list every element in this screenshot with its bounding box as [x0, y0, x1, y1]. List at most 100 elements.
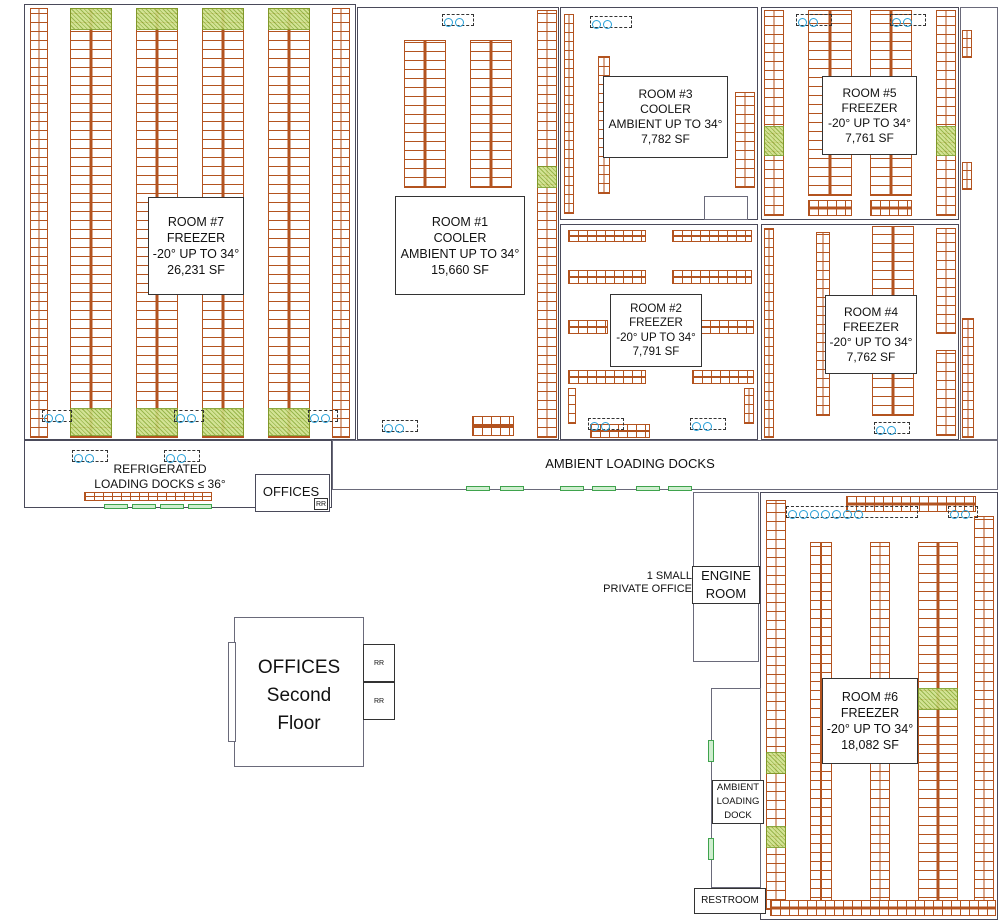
ambient-docks-area [332, 440, 998, 490]
rack [590, 424, 650, 438]
room-type: FREEZER [842, 319, 899, 334]
side-door [708, 838, 714, 860]
rack [870, 200, 912, 216]
room-area: 7,761 SF [845, 130, 894, 145]
room-area: 7,762 SF [846, 349, 896, 364]
rack [764, 228, 774, 438]
rack [568, 388, 576, 424]
room-type: COOLER [433, 230, 487, 245]
hatched-area [537, 166, 557, 188]
rack [672, 230, 752, 242]
room-name: ROOM #6 [841, 690, 899, 704]
rack [30, 8, 48, 438]
room-type: FREEZER [166, 231, 226, 245]
rack [974, 516, 994, 908]
dock-levelers [84, 492, 212, 501]
room-temp: -20° UP TO 34° [152, 247, 240, 261]
dock-door [160, 504, 184, 509]
rack [918, 542, 958, 908]
second-floor-line2: Second [266, 685, 332, 706]
hatched-area [764, 126, 784, 156]
dock-door [592, 486, 616, 491]
second-floor-line3: Floor [277, 713, 321, 734]
room-2-label: ROOM #2 FREEZER -20° UP TO 34° 7,791 SF [610, 294, 702, 367]
room-temp: -20° UP TO 34° [828, 115, 911, 130]
dock-door [104, 504, 128, 509]
hatched-area [70, 8, 112, 30]
evaporator-unit [590, 16, 632, 29]
rack [962, 162, 972, 190]
second-floor-offices-label: OFFICES Second Floor [240, 654, 358, 738]
hatched-area [766, 752, 786, 774]
room-temp: -20° UP TO 34° [616, 331, 696, 344]
ambient-dock-label: AMBIENT LOADING DOCK [712, 780, 764, 824]
engine-room-line2: ROOM [705, 586, 747, 601]
hatched-area [268, 408, 310, 436]
hatched-area [202, 8, 244, 30]
rack [936, 10, 956, 216]
dock-door [188, 504, 212, 509]
evaporator-unit [786, 506, 918, 519]
dock-door [668, 486, 692, 491]
room-name: ROOM #2 [630, 302, 682, 315]
rack [568, 270, 646, 284]
rack [672, 270, 752, 284]
evaporator-unit [442, 14, 474, 27]
rack [936, 228, 956, 334]
room-area: 26,231 SF [167, 263, 225, 277]
private-office-label: 1 SMALL PRIVATE OFFICE [594, 570, 692, 596]
rack [692, 370, 754, 384]
room-1-label: ROOM #1 COOLER AMBIENT UP TO 34° 15,660 … [395, 196, 525, 295]
rack [766, 500, 786, 910]
engine-room-line1: ENGINE [701, 568, 751, 583]
room-4-label: ROOM #4 FREEZER -20° UP TO 34° 7,762 SF [825, 295, 917, 374]
evaporator-unit [164, 450, 200, 463]
second-floor-restroom-1: RR [363, 644, 395, 682]
rack [564, 14, 574, 214]
ambient-dock-line3: DOCK [724, 810, 752, 821]
second-floor-restroom-2: RR [363, 682, 395, 720]
rack [568, 320, 608, 334]
side-door [708, 740, 714, 762]
evaporator-unit [890, 14, 926, 27]
hatched-area [268, 8, 310, 30]
rack [537, 10, 557, 438]
dock-door [560, 486, 584, 491]
rack [404, 40, 446, 188]
second-floor-offices-area [234, 617, 364, 767]
rack [332, 8, 350, 438]
refrigerated-docks-line2: LOADING DOCKS ≤ 36° [94, 477, 226, 491]
rack [962, 30, 972, 58]
rack [735, 92, 755, 188]
rack [568, 370, 646, 384]
offices-restroom: RR [314, 498, 328, 510]
hatched-area [70, 408, 112, 436]
hatched-area [766, 826, 786, 848]
rack [744, 388, 754, 424]
room-name: ROOM #7 [167, 215, 225, 229]
room-area: 15,660 SF [431, 262, 489, 277]
room-type: FREEZER [840, 706, 900, 720]
evaporator-unit [382, 420, 418, 433]
room-temp: AMBIENT UP TO 34° [400, 246, 520, 261]
dock-door [466, 486, 490, 491]
rack [764, 10, 784, 216]
rack [268, 8, 310, 438]
restroom-label: RESTROOM [694, 888, 766, 914]
dock-door [636, 486, 660, 491]
engine-room-label: ENGINE ROOM [692, 566, 760, 604]
rack [568, 230, 646, 242]
refrigerated-docks-line1: REFRIGERATED [113, 462, 207, 476]
room-temp: -20° UP TO 34° [829, 334, 913, 349]
evaporator-unit [874, 422, 910, 435]
private-office-line1: 1 SMALL [646, 570, 692, 582]
room-name: ROOM #4 [843, 304, 898, 319]
dock-door [132, 504, 156, 509]
rack [700, 320, 754, 334]
rack [962, 318, 974, 438]
evaporator-unit [690, 418, 726, 431]
rack [808, 200, 852, 216]
room-7-label: ROOM #7 FREEZER -20° UP TO 34° 26,231 SF [148, 197, 244, 295]
room-area: 7,782 SF [641, 132, 690, 146]
hatched-area [136, 8, 178, 30]
